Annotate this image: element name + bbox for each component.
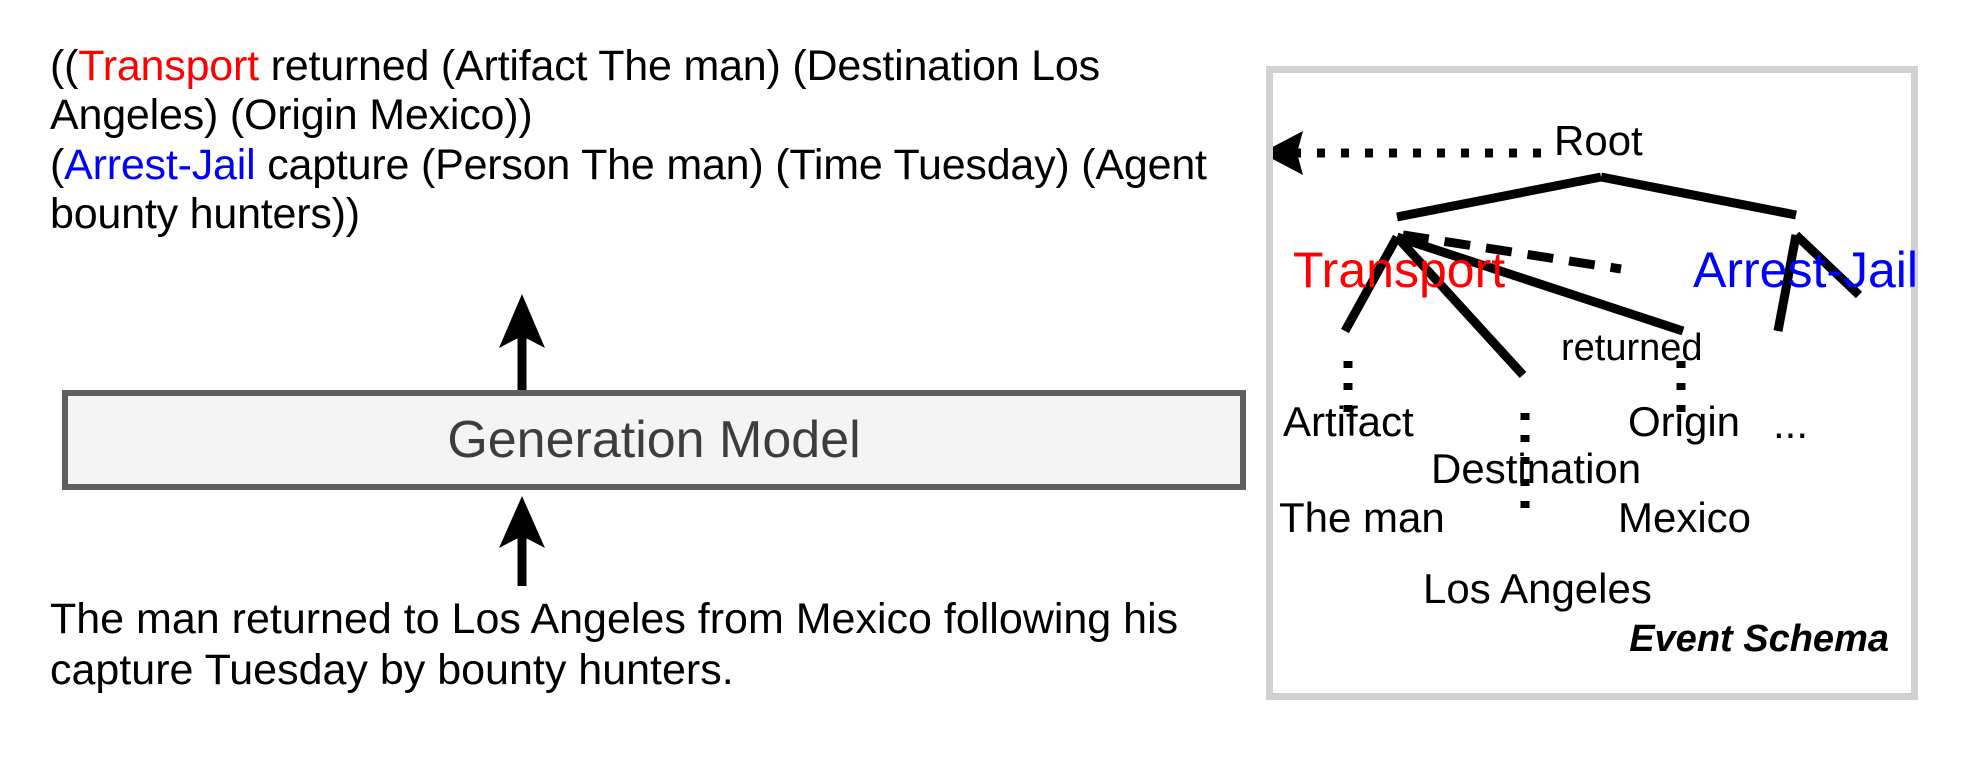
output-event-transport: Transport — [78, 42, 259, 90]
edge-transport-origin — [1395, 232, 1685, 336]
output-line2-rest: capture (Person The man) (Time Tuesday) … — [50, 140, 1219, 239]
generation-model-box: Generation Model — [62, 390, 1246, 490]
arrow-input-to-model-icon — [499, 496, 545, 586]
output-line1-prefix: (( — [50, 42, 79, 90]
output-line1-rest: returned (Artifact The man) (Destination… — [50, 42, 1110, 140]
edge-root-transport — [1396, 172, 1602, 222]
arrow-model-to-output-icon — [499, 294, 545, 392]
edge-arrest-child-2 — [1792, 231, 1863, 299]
schema-node-transport: Transport — [1293, 242, 1506, 298]
root-pointer-arrow-icon — [1273, 131, 1541, 175]
schema-node-origin: Origin — [1628, 398, 1741, 445]
edge-root-arrest-jail — [1600, 172, 1797, 220]
event-schema-caption: Event Schema — [1629, 618, 1889, 660]
schema-node-los-angeles: Los Angeles — [1423, 565, 1652, 612]
schema-node-arrest-jail: Arrest-Jail — [1693, 242, 1919, 298]
edge-transport-destination — [1393, 233, 1527, 379]
edge-transport-artifact — [1341, 234, 1401, 334]
schema-node-root: Root — [1554, 117, 1643, 164]
schema-node-ellipsis: ... — [1773, 400, 1809, 447]
schema-node-mexico: Mexico — [1618, 494, 1752, 541]
input-sentence: The man returned to Los Angeles from Mex… — [50, 595, 1191, 694]
edge-arrest-child-1 — [1773, 234, 1801, 332]
schema-node-the-man: The man — [1279, 494, 1445, 541]
schema-node-destination: Destination — [1431, 445, 1642, 492]
output-event-arrest-jail: Arrest-Jail — [64, 140, 256, 189]
event-schema-tree-graphic — [1273, 131, 1863, 523]
edge-transport-returned — [1402, 230, 1622, 274]
schema-node-returned: returned — [1561, 327, 1703, 369]
event-schema-panel: Root Transport Arrest-Jail returned Arti… — [1266, 66, 1918, 700]
output-line2-prefix: ( — [50, 140, 65, 189]
generated-output-text: ((Transport returned (Artifact The man) … — [50, 42, 1240, 240]
schema-node-artifact: Artifact — [1283, 398, 1414, 445]
generation-model-label: Generation Model — [447, 411, 861, 469]
